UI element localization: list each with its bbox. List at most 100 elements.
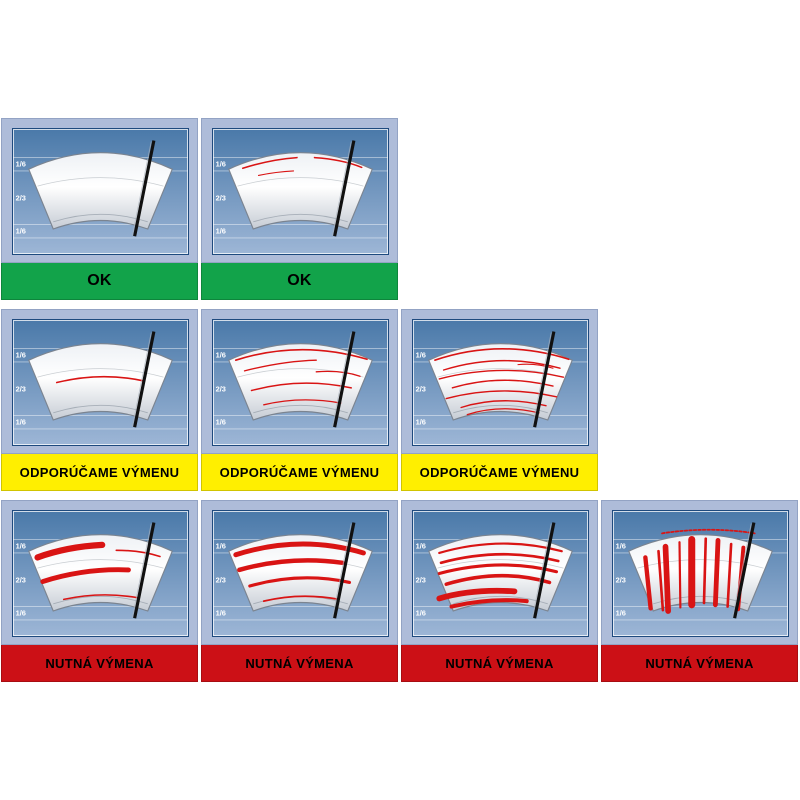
wiper-blade-highlight (132, 141, 152, 236)
scale-label-middle: 2/3 (616, 575, 626, 584)
wear-marks (55, 375, 144, 384)
wiped-area-fan (28, 152, 173, 230)
wiper-blade-highlight (332, 332, 352, 427)
windshield-background: 1/6 2/3 1/6 (212, 510, 389, 637)
windshield-panel: 1/6 2/3 1/6 (201, 309, 398, 454)
status-label-bar: OK (1, 263, 198, 300)
scale-label-bottom: 1/6 (16, 417, 26, 426)
wiped-area-fan (228, 152, 373, 230)
scale-label-middle: 2/3 (16, 384, 26, 393)
row-recommend-replacement: 1/6 2/3 1/6 ODPORÚČAME VÝMENU (1, 309, 800, 491)
wear-marks (34, 541, 161, 601)
wiper-blade-highlight (332, 141, 352, 236)
fan-mid-reflection-line (237, 177, 364, 187)
scale-labels: 1/6 2/3 1/6 (16, 350, 26, 426)
scale-label-top: 1/6 (416, 541, 426, 550)
scale-label-middle: 2/3 (216, 384, 226, 393)
scale-label-bottom: 1/6 (216, 226, 226, 235)
wear-marks (242, 156, 363, 177)
scale-label-middle: 2/3 (16, 193, 26, 202)
status-label-bar: NUTNÁ VÝMENA (401, 645, 598, 682)
windshield-panel: 1/6 2/3 1/6 (401, 309, 598, 454)
windshield-panel: 1/6 2/3 1/6 (1, 118, 198, 263)
rows-host: 1/6 2/3 1/6 OK (1, 118, 800, 682)
scale-labels: 1/6 2/3 1/6 (16, 541, 26, 617)
scale-label-top: 1/6 (16, 350, 26, 359)
status-label: ODPORÚČAME VÝMENU (219, 464, 380, 480)
windshield-panel: 1/6 2/3 1/6 (201, 118, 398, 263)
windshield-panel: 1/6 2/3 1/6 (1, 309, 198, 454)
status-label-bar: NUTNÁ VÝMENA (201, 645, 398, 682)
scale-label-top: 1/6 (216, 159, 226, 168)
wiper-wear-guide: 1/6 2/3 1/6 OK (1, 118, 800, 682)
windshield-panel: 1/6 2/3 1/6 (1, 500, 198, 645)
windshield-background: 1/6 2/3 1/6 (212, 319, 389, 446)
wiper-blade-highlight (732, 523, 752, 618)
wiper-blade-highlight (532, 523, 552, 618)
scale-labels: 1/6 2/3 1/6 (216, 350, 226, 426)
status-label-bar: ODPORÚČAME VÝMENU (1, 454, 198, 491)
scale-label-bottom: 1/6 (616, 608, 626, 617)
wiper-blade-highlight (132, 332, 152, 427)
scale-label-top: 1/6 (216, 350, 226, 359)
fan-mid-reflection-line (637, 559, 764, 569)
wiper-blade (333, 522, 356, 619)
wiper-blade (533, 331, 556, 428)
windshield-background: 1/6 2/3 1/6 (12, 510, 189, 637)
scale-label-bottom: 1/6 (16, 226, 26, 235)
wear-example-cell: 1/6 2/3 1/6 NUTNÁ VÝMENA (1, 500, 198, 682)
fan-mid-reflection-line (37, 368, 164, 378)
wiper-blade (133, 522, 156, 619)
scale-label-middle: 2/3 (416, 384, 426, 393)
scale-label-top: 1/6 (16, 541, 26, 550)
windshield-panel: 1/6 2/3 1/6 (601, 500, 798, 645)
wiped-area-fan (28, 534, 173, 612)
wiper-blade (133, 140, 156, 237)
wiper-sweep-illustration: 1/6 2/3 1/6 (13, 522, 188, 621)
wiper-sweep-illustration: 1/6 2/3 1/6 (413, 522, 588, 621)
status-label-bar: ODPORÚČAME VÝMENU (201, 454, 398, 491)
scale-labels: 1/6 2/3 1/6 (16, 159, 26, 235)
wear-example-cell: 1/6 2/3 1/6 NUTNÁ VÝMENA (401, 500, 598, 682)
scale-label-middle: 2/3 (216, 193, 226, 202)
scale-labels: 1/6 2/3 1/6 (416, 541, 426, 617)
scale-labels: 1/6 2/3 1/6 (216, 541, 226, 617)
wiper-sweep-illustration: 1/6 2/3 1/6 (13, 331, 188, 430)
status-label-bar: NUTNÁ VÝMENA (1, 645, 198, 682)
status-label: NUTNÁ VÝMENA (245, 655, 354, 671)
wiped-area-fan (228, 534, 373, 612)
wiper-blade (333, 331, 356, 428)
scale-label-bottom: 1/6 (416, 608, 426, 617)
wiper-sweep-illustration: 1/6 2/3 1/6 (613, 522, 788, 621)
wear-example-cell: 1/6 2/3 1/6 NUTNÁ VÝMENA (601, 500, 798, 682)
scale-label-middle: 2/3 (416, 575, 426, 584)
windshield-background: 1/6 2/3 1/6 (212, 128, 389, 255)
wiper-sweep-illustration: 1/6 2/3 1/6 (213, 140, 388, 239)
scale-label-top: 1/6 (416, 350, 426, 359)
wear-marks (643, 528, 756, 614)
status-label-bar: OK (201, 263, 398, 300)
wear-example-cell: 1/6 2/3 1/6 ODPORÚČAME VÝMENU (1, 309, 198, 491)
scale-label-middle: 2/3 (216, 575, 226, 584)
status-label: NUTNÁ VÝMENA (645, 655, 754, 671)
wiper-blade (333, 140, 356, 237)
wear-example-cell: 1/6 2/3 1/6 OK (201, 118, 398, 300)
fan-mid-reflection-line (437, 559, 564, 569)
status-label: ODPORÚČAME VÝMENU (19, 464, 180, 480)
wiper-sweep-illustration: 1/6 2/3 1/6 (213, 331, 388, 430)
wiper-sweep-illustration: 1/6 2/3 1/6 (13, 140, 188, 239)
status-label: ODPORÚČAME VÝMENU (419, 464, 580, 480)
windshield-background: 1/6 2/3 1/6 (612, 510, 789, 637)
wear-example-cell: 1/6 2/3 1/6 ODPORÚČAME VÝMENU (401, 309, 598, 491)
scale-label-top: 1/6 (216, 541, 226, 550)
windshield-panel: 1/6 2/3 1/6 (201, 500, 398, 645)
wiped-area-fan (28, 343, 173, 421)
scale-label-middle: 2/3 (16, 575, 26, 584)
wear-example-cell: 1/6 2/3 1/6 ODPORÚČAME VÝMENU (201, 309, 398, 491)
scale-label-bottom: 1/6 (16, 608, 26, 617)
scale-label-bottom: 1/6 (216, 608, 226, 617)
wiped-area-fan (228, 343, 373, 421)
scale-label-top: 1/6 (616, 541, 626, 550)
scale-label-top: 1/6 (16, 159, 26, 168)
wiper-sweep-illustration: 1/6 2/3 1/6 (213, 522, 388, 621)
